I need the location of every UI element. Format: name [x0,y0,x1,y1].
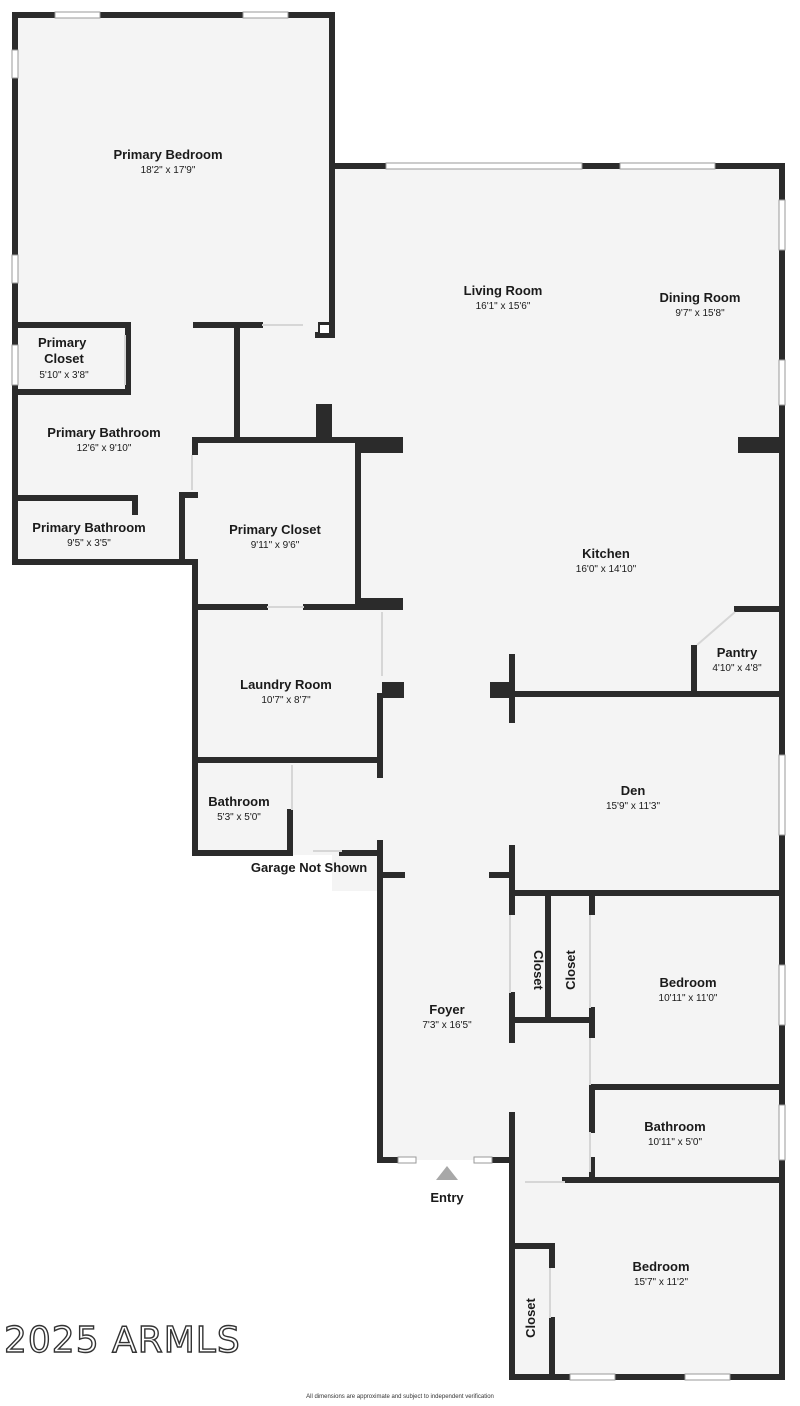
room-name-line-2: Closet [44,351,84,366]
room-dimensions: 9'11" x 9'6" [251,540,300,551]
room-name: Primary Closet [38,335,90,366]
room-dimensions: 10'11" x 11'0" [659,993,718,1004]
room-kitchen: Kitchen 16'0" x 14'10" [576,546,637,575]
room-name: Bathroom [644,1119,705,1134]
room-primary-closet-small: Primary Closet 5'10" x 3'8" [38,335,90,381]
room-bedroom-2: Bedroom 15'7" x 11'2" [632,1259,689,1288]
doors [124,324,736,1318]
room-dimensions: 7'3" x 16'5" [422,1020,472,1031]
room-name: Den [621,783,646,798]
room-dimensions: 16'0" x 14'10" [576,564,637,575]
room-primary-closet: Primary Closet 9'11" x 9'6" [229,522,321,551]
room-dimensions: 5'10" x 3'8" [39,370,89,381]
room-dimensions: 12'6" x 9'10" [77,443,132,454]
room-name: Foyer [429,1002,464,1017]
room-dimensions: 18'2" x 17'9" [141,165,196,176]
entry-arrow-icon [436,1166,458,1180]
fixtures [316,322,782,698]
room-name: Primary Bathroom [47,425,160,440]
room-foyer: Foyer 7'3" x 16'5" [422,1002,472,1031]
room-dimensions: 9'5" x 3'5" [67,538,111,549]
room-name: Bedroom [659,975,716,990]
room-primary-bedroom: Primary Bedroom 18'2" x 17'9" [113,147,222,176]
room-pantry: Pantry 4'10" x 4'8" [712,645,762,674]
room-name: Primary Bedroom [113,147,222,162]
room-primary-bathroom: Primary Bathroom 12'6" x 9'10" [47,425,160,454]
room-name: Pantry [717,645,758,660]
room-name: Living Room [464,283,543,298]
room-primary-bathroom-2: Primary Bathroom 9'5" x 3'5" [32,520,145,549]
room-dimensions: 4'10" x 4'8" [712,663,762,674]
room-dimensions: 9'7" x 15'8" [675,308,725,319]
floor-fill [15,15,782,1377]
closet-label-3: Closet [523,1297,538,1337]
room-name: Primary Closet [229,522,321,537]
room-name-line-1: Primary [38,335,87,350]
room-name: Laundry Room [240,677,332,692]
room-dimensions: 10'7" x 8'7" [261,695,311,706]
room-name: Bedroom [632,1259,689,1274]
room-dimensions: 15'9" x 11'3" [606,801,661,812]
room-bathroom-2: Bathroom 10'11" x 5'0" [644,1119,705,1148]
watermark: 2025 ARMLS [3,1319,241,1361]
room-dimensions: 16'1" x 15'6" [476,301,531,312]
room-bedroom-1: Bedroom 10'11" x 11'0" [659,975,718,1004]
entry-label: Entry [430,1190,464,1205]
room-bathroom-small: Bathroom 5'3" x 5'0" [208,794,269,823]
disclaimer: All dimensions are approximate and subje… [306,1394,494,1400]
room-dimensions: 15'7" x 11'2" [634,1277,689,1288]
room-dimensions: 10'11" x 5'0" [648,1137,703,1148]
room-name: Dining Room [660,290,741,305]
garage-label: Garage Not Shown [251,860,367,875]
room-name: Kitchen [582,546,630,561]
room-den: Den 15'9" x 11'3" [606,783,661,812]
room-dining-room: Dining Room 9'7" x 15'8" [660,290,741,319]
room-laundry-room: Laundry Room 10'7" x 8'7" [240,677,332,706]
room-name: Bathroom [208,794,269,809]
windows [11,11,786,1381]
closet-label-2: Closet [563,949,578,989]
closet-label-1: Closet [531,950,546,990]
room-living-room: Living Room 16'1" x 15'6" [464,283,543,312]
room-name: Primary Bathroom [32,520,145,535]
room-dimensions: 5'3" x 5'0" [217,812,261,823]
